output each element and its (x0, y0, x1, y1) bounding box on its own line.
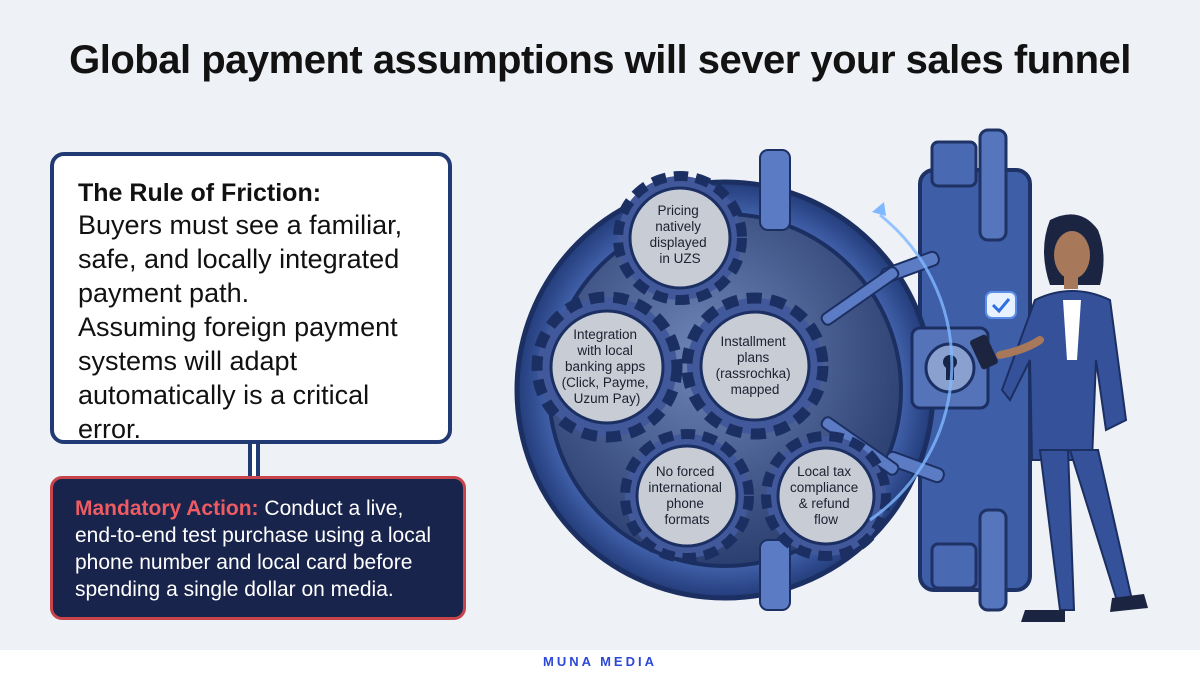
action-line: end-to-end test purchase using a local (75, 524, 432, 547)
gear-pricing (613, 171, 747, 305)
rule-line: safe, and locally integrated (78, 244, 400, 274)
rotation-arc (869, 213, 954, 522)
rule-line: Buyers must see a familiar, (78, 210, 403, 240)
rule-line: payment path. (78, 278, 250, 308)
check-icon (985, 291, 1017, 319)
action-line: spending a single dollar on media. (75, 578, 394, 601)
gear-label-pricing: Pricing natively displayed in UZS (650, 203, 711, 266)
rule-callout: The Rule of Friction: Buyers must see a … (50, 152, 452, 444)
page-title: Global payment assumptions will sever yo… (69, 38, 1131, 82)
footer (0, 650, 1200, 675)
gear-integration (531, 291, 683, 443)
gear-label-integration: Integration with local banking apps (Cli… (562, 327, 653, 406)
gear-phone-formats (620, 429, 754, 563)
arrow-icon (872, 202, 886, 216)
rule-line: error. (78, 414, 142, 444)
rule-heading: The Rule of Friction: (78, 179, 322, 207)
gear-label-installment: Installment plans (rassrochka) mapped (716, 334, 795, 397)
rule-line: systems will adapt (78, 346, 298, 376)
action-callout: Mandatory Action: Conduct a live, end-to… (50, 476, 466, 620)
action-line: phone number and local card before (75, 551, 413, 574)
callout-tail (248, 444, 260, 476)
gear-installment (681, 292, 829, 440)
brand-logo: MUNA MEDIA (542, 654, 657, 669)
vault-illustration: Pricing natively displayed in UZS Integr… (514, 128, 1148, 622)
gear-tax-compliance (761, 431, 891, 561)
gear-label-phone-formats: No forced international phone formats (648, 464, 725, 527)
gear-label-tax-compliance: Local tax compliance & refund flow (790, 464, 862, 527)
action-line: Mandatory Action: Conduct a live, (75, 495, 453, 522)
rule-text: Buyers must see a familiar, safe, and lo… (78, 208, 448, 446)
action-text: Conduct a live, (258, 497, 404, 520)
rule-line: automatically is a critical (78, 380, 370, 410)
slide: Global payment assumptions will sever yo… (0, 0, 1200, 650)
action-label: Mandatory Action: (75, 497, 259, 520)
rule-line: Assuming foreign payment (78, 312, 398, 342)
businesswoman-figure (970, 214, 1148, 622)
